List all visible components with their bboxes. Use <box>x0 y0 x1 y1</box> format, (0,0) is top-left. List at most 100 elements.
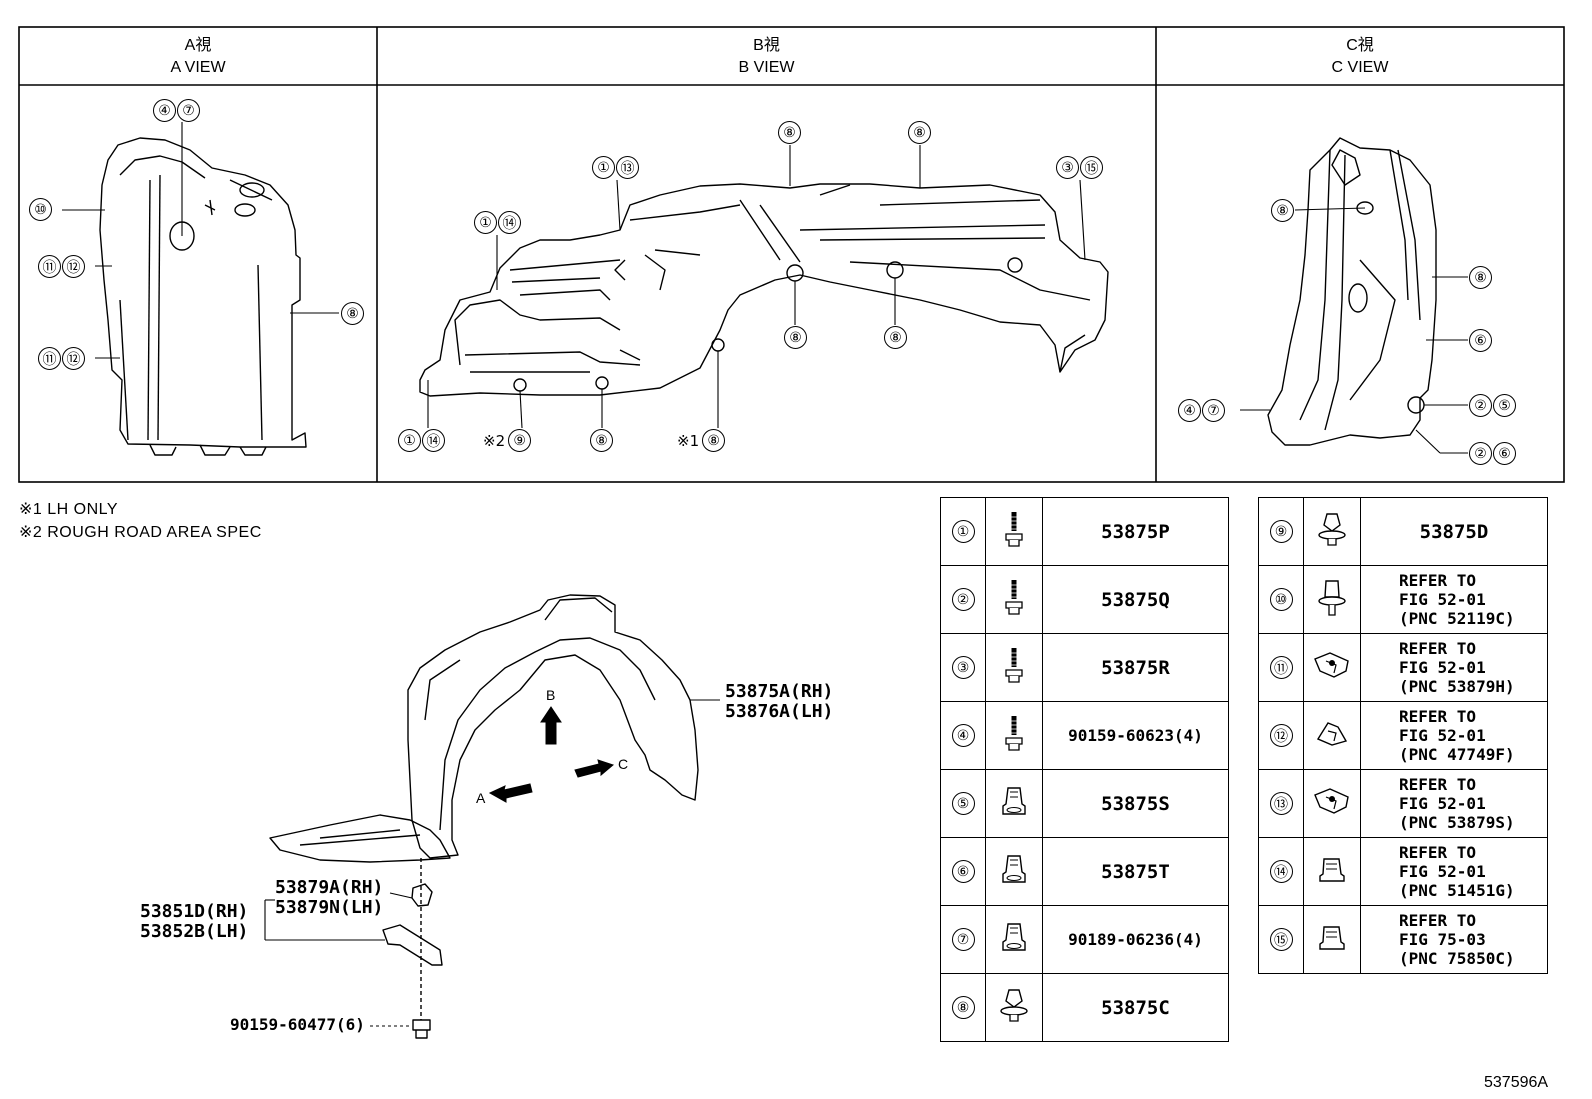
callout-num: ① <box>398 429 421 452</box>
callout-num: ⑬ <box>616 156 639 179</box>
legend-part-number: 90159-60623(4) <box>1042 701 1229 770</box>
label-bracket-lh: 53852B(LH) <box>140 921 249 942</box>
callout-c-6: ⑥ <box>1469 329 1492 352</box>
callout-num: ⑫ <box>62 255 85 278</box>
callout-num: ① <box>592 156 615 179</box>
callout-prefix: ※2 <box>483 431 506 450</box>
legend-number: ③ <box>940 633 986 702</box>
legend-part-number: 53875S <box>1042 769 1229 838</box>
legend-number-circle: ⑮ <box>1269 928 1293 951</box>
callout-num: ⑧ <box>784 326 807 349</box>
legend-ref-line: (PNC 75850C) <box>1399 949 1515 968</box>
legend-part-number: 53875D <box>1360 497 1548 566</box>
legend-number: ⑪ <box>1258 633 1304 702</box>
arrow-label-b: B <box>546 687 556 703</box>
legend-number-circle: ① <box>951 520 975 543</box>
callout-num: ⑥ <box>1469 329 1492 352</box>
callout-num: ② <box>1469 394 1492 417</box>
label-liner-rh: 53875A(RH) <box>725 681 834 702</box>
view-b-title-en: B VIEW <box>738 59 795 76</box>
legend-ref-line: FIG 52-01 <box>1399 794 1486 813</box>
legend-ref-line: (PNC 51451G) <box>1399 881 1515 900</box>
legend-part-number: 53875P <box>1042 497 1229 566</box>
view-c-liner-drawing <box>1267 137 1437 446</box>
callout-num: ⑮ <box>1080 156 1103 179</box>
callout-num: ⑧ <box>1271 199 1294 222</box>
legend-part-number: 53875T <box>1042 837 1229 906</box>
legend-number-circle: ② <box>951 588 975 611</box>
note-lh-only: ※1 LH ONLY <box>19 501 119 518</box>
legend-number-circle: ⑧ <box>951 996 975 1019</box>
legend-row: ⑥ 53875T <box>940 837 1229 906</box>
arrow-label-a: A <box>476 790 486 806</box>
legend-number: ⑫ <box>1258 701 1304 770</box>
legend-number-circle: ⑪ <box>1269 656 1293 679</box>
callout-num: ⑭ <box>422 429 445 452</box>
nut-clip-icon <box>985 769 1043 838</box>
view-b-title-jp: B視 <box>753 37 780 54</box>
legend-number: ④ <box>940 701 986 770</box>
legend-number: ⑧ <box>940 973 986 1042</box>
callout-num: ⑥ <box>1493 442 1516 465</box>
callout-num: ② <box>1469 442 1492 465</box>
drawing-id: 537596A <box>1484 1074 1549 1091</box>
callout-num: ⑪ <box>38 347 61 370</box>
callout-b-8-mid-right: ⑧ <box>884 326 907 349</box>
view-c-header: C視 C VIEW <box>1156 35 1564 79</box>
callout-num: ⑧ <box>702 429 726 452</box>
legend-number: ⑨ <box>1258 497 1304 566</box>
callout-num: ④ <box>153 99 176 122</box>
legend-row: ⑨ 53875D <box>1258 497 1548 566</box>
square-clip-icon <box>1303 905 1361 974</box>
callout-num: ⑧ <box>1469 266 1492 289</box>
view-a-header: A視 A VIEW <box>19 35 377 79</box>
legend-number-circle: ⑭ <box>1269 860 1293 883</box>
legend-number: ⑩ <box>1258 565 1304 634</box>
legend-ref-line: REFER TO <box>1399 707 1477 726</box>
wedge-clip-icon <box>1303 701 1361 770</box>
legend-row: ① 53875P <box>940 497 1229 566</box>
legend-number: ⑦ <box>940 905 986 974</box>
callout-num: ⑭ <box>498 211 521 234</box>
view-a-title-jp: A視 <box>184 37 212 54</box>
legend-ref-line: REFER TO <box>1399 639 1477 658</box>
label-bracket-rh: 53851D(RH) <box>140 901 249 922</box>
legend-number: ② <box>940 565 986 634</box>
callout-num: ⑩ <box>29 198 52 221</box>
leader-lines <box>62 122 1468 1027</box>
callout-b-8-bottom: ⑧ <box>590 429 613 452</box>
screw-grommet-icon <box>985 633 1043 702</box>
callout-b-8-mid-left: ⑧ <box>784 326 807 349</box>
callout-a-10: ⑩ <box>29 198 52 221</box>
legend-number-circle: ④ <box>951 724 975 747</box>
view-a-liner-drawing <box>99 137 307 456</box>
legend-number-circle: ⑥ <box>951 860 975 883</box>
callout-num: ⑪ <box>38 255 61 278</box>
screw-grommet-icon <box>985 701 1043 770</box>
legend-number: ⑬ <box>1258 769 1304 838</box>
legend-ref-line: FIG 75-03 <box>1399 930 1486 949</box>
legend-number: ① <box>940 497 986 566</box>
